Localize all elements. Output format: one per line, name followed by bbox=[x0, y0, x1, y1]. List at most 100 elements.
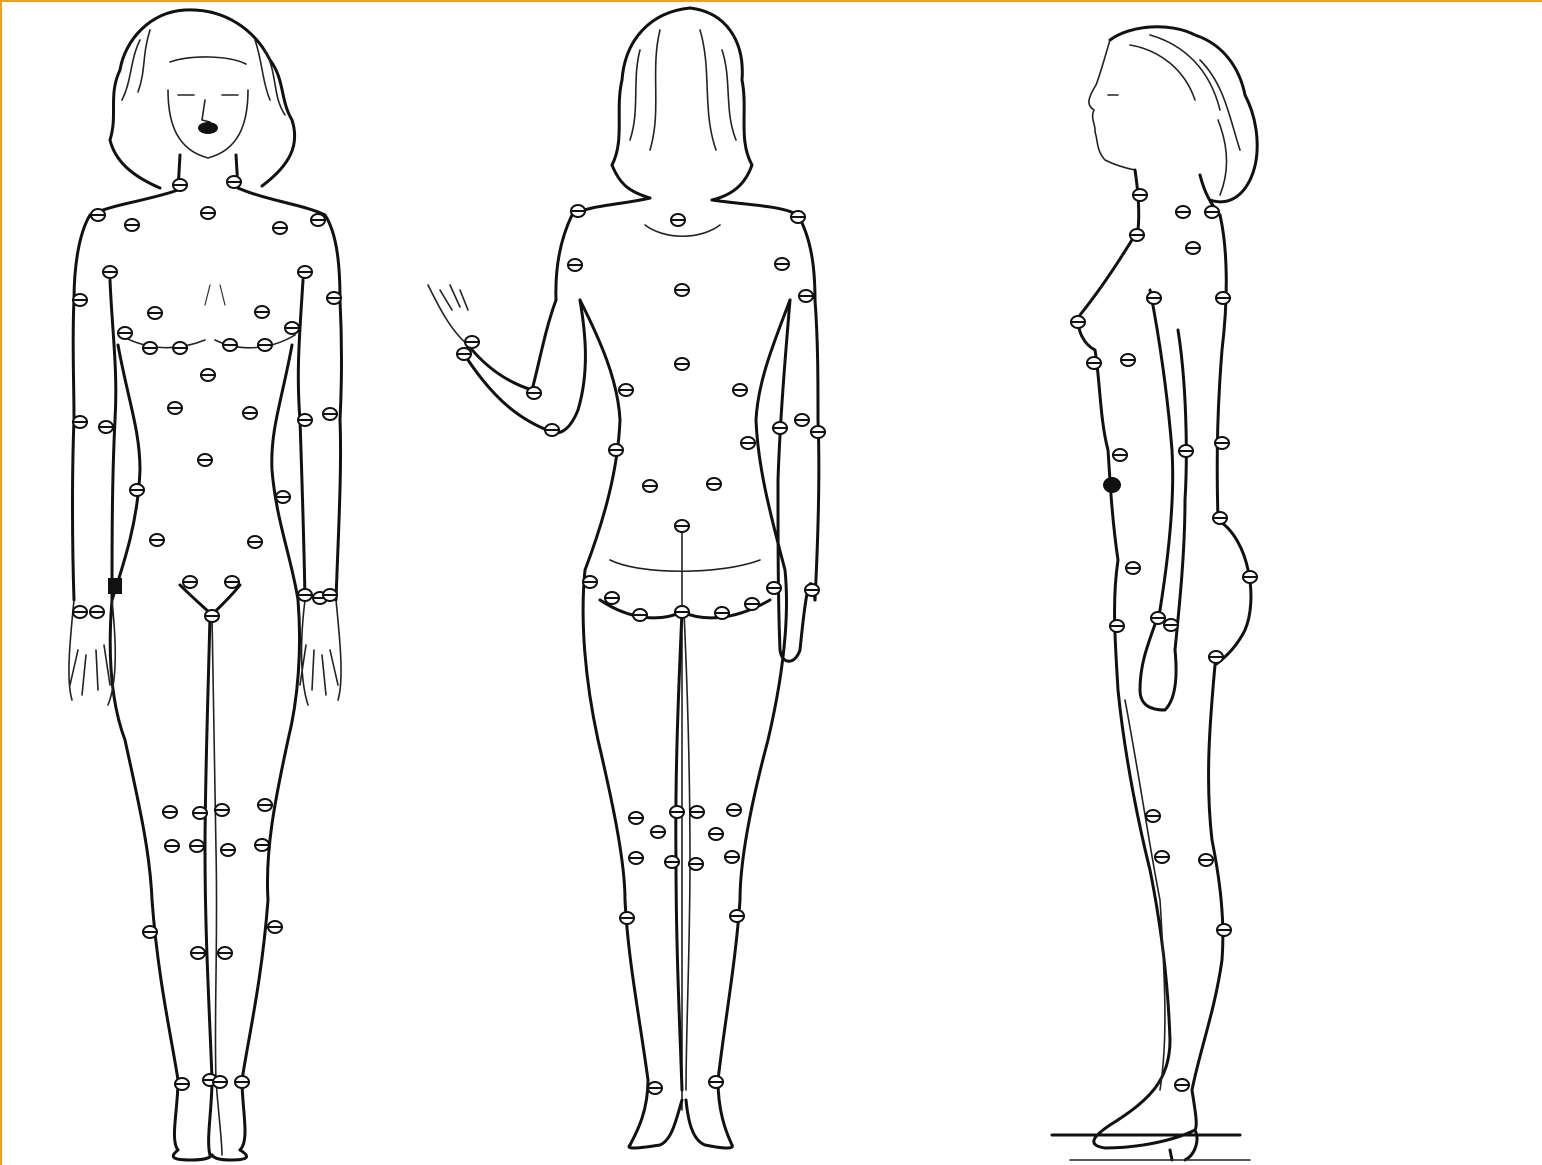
marker-dot bbox=[220, 844, 236, 856]
marker-dot bbox=[200, 369, 216, 381]
marker-dot bbox=[1070, 316, 1086, 328]
marker-dot bbox=[708, 828, 724, 840]
marker-dot bbox=[674, 606, 690, 618]
marker-dot bbox=[604, 592, 620, 604]
marker-dot bbox=[740, 437, 756, 449]
marker-dot bbox=[1175, 206, 1191, 218]
marker-dot bbox=[669, 806, 685, 818]
marker-dot bbox=[608, 444, 624, 456]
marker-dot bbox=[129, 484, 145, 496]
marker-dot bbox=[212, 1076, 228, 1088]
marker-dot bbox=[647, 1082, 663, 1094]
marker-dot bbox=[72, 606, 88, 618]
marker-dot bbox=[89, 606, 105, 618]
marker-dot bbox=[804, 584, 820, 596]
marker-dot bbox=[582, 576, 598, 588]
marker-dot bbox=[714, 607, 730, 619]
marker-dot bbox=[1178, 445, 1194, 457]
marker-dot bbox=[234, 1076, 250, 1088]
marker-dot bbox=[142, 926, 158, 938]
marker-dot bbox=[326, 292, 342, 304]
marker-dot bbox=[214, 804, 230, 816]
front-figure bbox=[69, 10, 342, 1160]
marker-dot bbox=[708, 1076, 724, 1088]
marker-dot bbox=[790, 211, 806, 223]
marker-dot bbox=[1125, 562, 1141, 574]
marker-dot bbox=[1215, 292, 1231, 304]
marker-dot bbox=[689, 806, 705, 818]
marker-dot bbox=[526, 387, 542, 399]
marker-dot bbox=[149, 534, 165, 546]
marker-dot bbox=[1163, 619, 1179, 631]
marker-dot bbox=[297, 266, 313, 278]
marker-dot bbox=[297, 414, 313, 426]
marker-dot bbox=[632, 609, 648, 621]
marker-dot bbox=[650, 826, 666, 838]
marker-dot bbox=[1086, 357, 1102, 369]
marker-dot bbox=[189, 840, 205, 852]
marker-dot bbox=[766, 582, 782, 594]
marker-dot bbox=[147, 307, 163, 319]
marker-dot bbox=[200, 207, 216, 219]
marker-dot bbox=[674, 284, 690, 296]
marker-dot bbox=[284, 322, 300, 334]
marker-dot bbox=[1198, 854, 1214, 866]
marker-dot bbox=[1150, 612, 1166, 624]
marker-dot bbox=[197, 454, 213, 466]
marker-dot bbox=[90, 209, 106, 221]
marker-dot bbox=[774, 258, 790, 270]
marker-dot bbox=[628, 812, 644, 824]
marker-dot bbox=[174, 1078, 190, 1090]
marker-dot bbox=[1132, 189, 1148, 201]
marker-dot bbox=[674, 520, 690, 532]
marker-dot bbox=[257, 339, 273, 351]
marker-dot bbox=[618, 384, 634, 396]
marker-dot bbox=[1204, 206, 1220, 218]
marker-dot bbox=[544, 424, 560, 436]
marker-dot bbox=[172, 179, 188, 191]
marker-dot bbox=[772, 422, 788, 434]
marker-dot bbox=[72, 416, 88, 428]
marker-dot bbox=[72, 294, 88, 306]
marker-dot bbox=[1112, 449, 1128, 461]
marker-dot bbox=[1214, 437, 1230, 449]
marker-dot bbox=[464, 336, 480, 348]
marker-dot bbox=[102, 266, 118, 278]
marker-dot bbox=[744, 598, 760, 610]
marker-dot bbox=[222, 339, 238, 351]
marker-dot bbox=[1242, 571, 1258, 583]
marker-dot bbox=[247, 536, 263, 548]
marker-dot bbox=[254, 839, 270, 851]
marker-dot bbox=[310, 214, 326, 226]
marker-dot bbox=[628, 852, 644, 864]
marker-dot bbox=[732, 384, 748, 396]
marker-dot bbox=[117, 327, 133, 339]
marker-dot bbox=[726, 804, 742, 816]
marker-dot bbox=[1145, 810, 1161, 822]
marker-dot bbox=[322, 589, 338, 601]
back-figure bbox=[428, 8, 819, 1148]
marker-dot bbox=[724, 851, 740, 863]
marker-dot bbox=[1146, 292, 1162, 304]
marker-dot bbox=[164, 840, 180, 852]
marker-dot bbox=[217, 947, 233, 959]
marker-dot bbox=[619, 912, 635, 924]
marker-dot bbox=[794, 414, 810, 426]
marker-dot bbox=[1109, 620, 1125, 632]
marker-dot bbox=[729, 910, 745, 922]
marker-dot bbox=[570, 205, 586, 217]
marker-dot bbox=[98, 421, 114, 433]
marker-dot bbox=[456, 348, 472, 360]
marker-dot bbox=[1154, 851, 1170, 863]
marker-dot bbox=[172, 342, 188, 354]
marker-dot bbox=[1174, 1079, 1190, 1091]
marker-dot bbox=[798, 290, 814, 302]
marker-dot bbox=[242, 407, 258, 419]
side-figure bbox=[1052, 27, 1257, 1160]
marker-dot bbox=[1212, 512, 1228, 524]
marker-dot bbox=[642, 480, 658, 492]
marker-dot bbox=[192, 807, 208, 819]
marker-dot bbox=[254, 306, 270, 318]
